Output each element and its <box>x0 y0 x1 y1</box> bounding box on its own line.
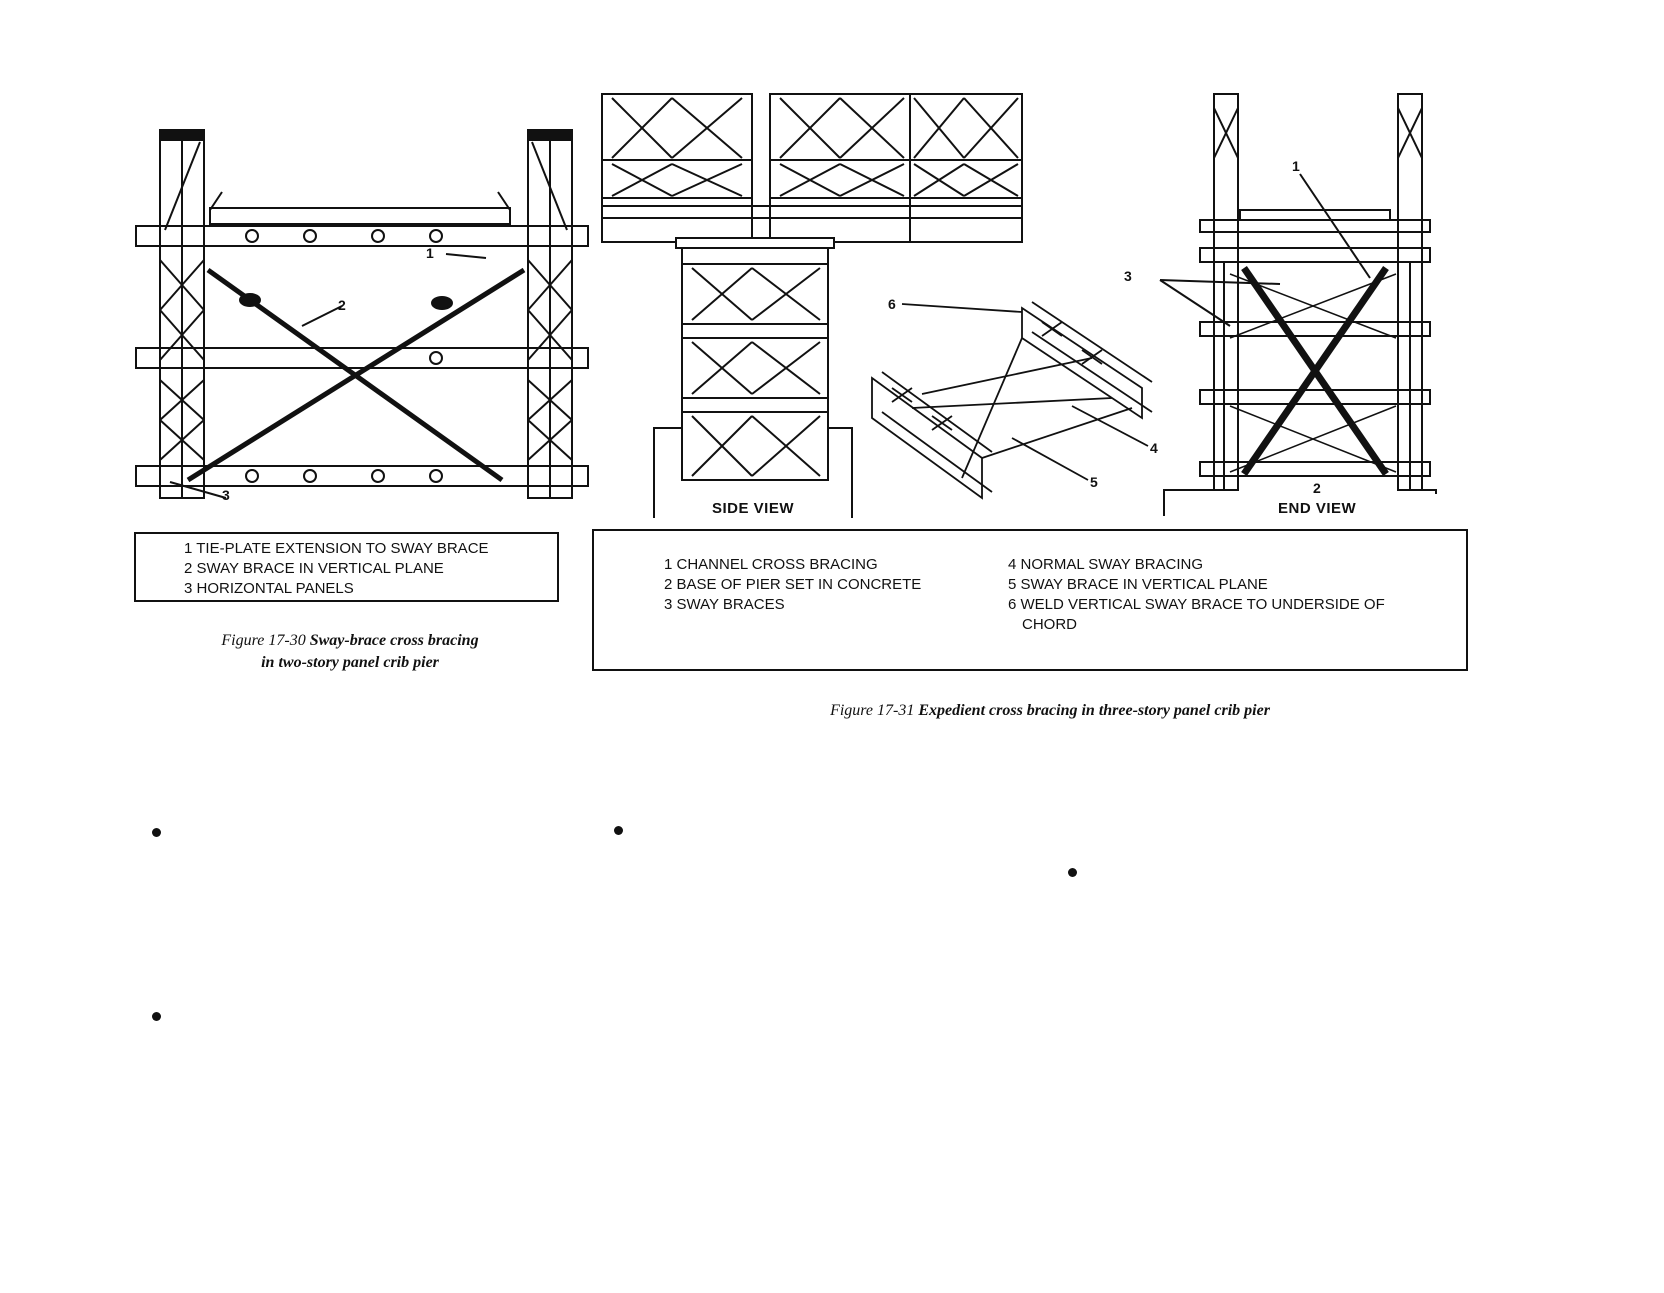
legend-item-1730-3: 3 HORIZONTAL PANELS <box>184 580 354 597</box>
scan-dot <box>152 828 161 837</box>
callout-1731-1: 1 <box>1292 158 1300 174</box>
callout-1731-3: 3 <box>1124 268 1132 284</box>
side-view-label: SIDE VIEW <box>712 500 795 517</box>
legend-item-1730-2: 2 SWAY BRACE IN VERTICAL PLANE <box>184 560 444 577</box>
caption-number-1731: Figure 17-31 <box>830 702 915 719</box>
figure-17-31-side-view <box>601 93 1023 518</box>
legend-item-1731-6b: CHORD <box>1022 616 1077 633</box>
legend-1731-left: 1 CHANNEL CROSS BRACING 2 BASE OF PIER S… <box>664 555 921 615</box>
legend-item-1730-1: 1 TIE-PLATE EXTENSION TO SWAY BRACE <box>184 540 489 557</box>
legend-1731-right: 4 NORMAL SWAY BRACING 5 SWAY BRACE IN VE… <box>1008 555 1385 635</box>
caption-title-1730-b: in two-story panel crib pier <box>261 654 439 671</box>
legend-figure-17-30: 1 TIE-PLATE EXTENSION TO SWAY BRACE 2 SW… <box>134 532 559 602</box>
legend-item-1731-2: 2 BASE OF PIER SET IN CONCRETE <box>664 576 922 593</box>
scan-dot <box>614 826 623 835</box>
callout-1731-4: 4 <box>1150 440 1158 456</box>
end-view-label: END VIEW <box>1278 500 1357 517</box>
callout-1731-6: 6 <box>888 296 896 312</box>
callout-1730-3: 3 <box>222 487 230 503</box>
figure-17-30-drawing <box>135 129 589 499</box>
legend-item-1731-1: 1 CHANNEL CROSS BRACING <box>664 556 878 573</box>
figure-17-31-end-view <box>1159 93 1437 516</box>
callout-1731-5: 5 <box>1090 474 1098 490</box>
legend-item-1731-3: 3 SWAY BRACES <box>664 596 785 613</box>
callout-1731-2: 2 <box>1313 480 1321 496</box>
scan-dot <box>1068 868 1077 877</box>
callout-1730-2: 2 <box>338 297 346 313</box>
caption-number-1730: Figure 17-30 <box>221 632 306 649</box>
scan-dot <box>152 1012 161 1021</box>
legend-item-1731-5: 5 SWAY BRACE IN VERTICAL PLANE <box>1008 576 1268 593</box>
caption-figure-17-30: Figure 17-30 Sway-brace cross bracing in… <box>160 630 540 674</box>
caption-title-1730-a: Sway-brace cross bracing <box>309 632 479 649</box>
legend-item-1731-6: 6 WELD VERTICAL SWAY BRACE TO UNDERSIDE … <box>1008 596 1385 613</box>
legend-item-1731-4: 4 NORMAL SWAY BRACING <box>1008 556 1204 573</box>
caption-title-1731: Expedient cross bracing in three-story p… <box>918 702 1270 719</box>
callout-1730-1: 1 <box>426 245 434 261</box>
caption-figure-17-31: Figure 17-31 Expedient cross bracing in … <box>700 700 1400 722</box>
figure-17-31-isometric <box>871 301 1153 500</box>
legend-figure-17-31: 1 CHANNEL CROSS BRACING 2 BASE OF PIER S… <box>592 529 1468 671</box>
